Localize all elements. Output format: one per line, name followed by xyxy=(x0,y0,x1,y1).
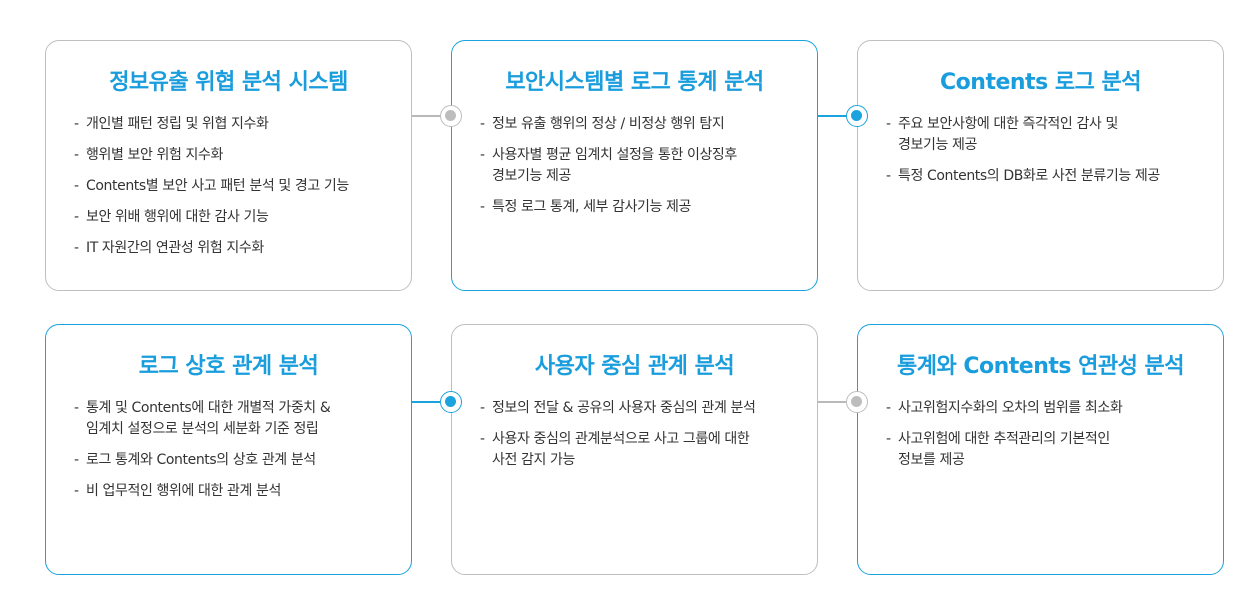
list-item: 행위별 보안 위험 지수화 xyxy=(74,145,399,166)
connector-line xyxy=(818,401,846,403)
list-item: 사용자별 평균 임계치 설정을 통한 이상징후 경보기능 제공 xyxy=(480,145,805,187)
connector-dot-icon xyxy=(846,391,868,413)
list-item: Contents별 보안 사고 패턴 분석 및 경고 기능 xyxy=(74,176,399,197)
card-user-centric-analysis: 사용자 중심 관계 분석 정보의 전달 & 공유의 사용자 중심의 관계 분석 … xyxy=(451,324,818,575)
card-threat-analysis-system: 정보유출 위협 분석 시스템 개인별 패턴 정립 및 위협 지수화 행위별 보안… xyxy=(45,40,412,291)
connector-dot-icon xyxy=(440,391,462,413)
list-item: 특정 Contents의 DB화로 사전 분류기능 제공 xyxy=(886,166,1211,187)
feature-list: 통계 및 Contents에 대한 개별적 가중치 & 임계치 설정으로 분석의… xyxy=(46,398,411,502)
list-item: 로그 통계와 Contents의 상호 관계 분석 xyxy=(74,450,399,471)
card-log-correlation-analysis: 로그 상호 관계 분석 통계 및 Contents에 대한 개별적 가중치 & … xyxy=(45,324,412,575)
feature-list: 정보의 전달 & 공유의 사용자 중심의 관계 분석 사용자 중심의 관계분석으… xyxy=(452,398,817,471)
list-item: 사고위험에 대한 추적관리의 기본적인 정보를 제공 xyxy=(886,429,1211,471)
card-statistics-contents-correlation: 통계와 Contents 연관성 분석 사고위험지수화의 오차의 범위를 최소화… xyxy=(857,324,1224,575)
list-item: 정보의 전달 & 공유의 사용자 중심의 관계 분석 xyxy=(480,398,805,419)
list-item: 비 업무적인 행위에 대한 관계 분석 xyxy=(74,481,399,502)
list-item: 사용자 중심의 관계분석으로 사고 그룹에 대한 사전 감지 가능 xyxy=(480,429,805,471)
card-security-log-statistics: 보안시스템별 로그 통계 분석 정보 유출 행위의 정상 / 비정상 행위 탐지… xyxy=(451,40,818,291)
connector-line xyxy=(412,401,440,403)
list-item: IT 자원간의 연관성 위험 지수화 xyxy=(74,238,399,259)
connector-line xyxy=(412,115,440,117)
feature-list: 주요 보안사항에 대한 즉각적인 감사 및 경보기능 제공 특정 Content… xyxy=(858,114,1223,187)
card-title: 사용자 중심 관계 분석 xyxy=(534,354,735,379)
list-item: 보안 위배 행위에 대한 감사 기능 xyxy=(74,207,399,228)
list-item: 사고위험지수화의 오차의 범위를 최소화 xyxy=(886,398,1211,419)
card-title: 통계와 Contents 연관성 분석 xyxy=(896,354,1185,379)
card-title: 로그 상호 관계 분석 xyxy=(138,354,319,379)
list-item: 주요 보안사항에 대한 즉각적인 감사 및 경보기능 제공 xyxy=(886,114,1211,156)
card-title: 보안시스템별 로그 통계 분석 xyxy=(505,70,764,95)
feature-list: 개인별 패턴 정립 및 위협 지수화 행위별 보안 위험 지수화 Content… xyxy=(46,114,411,259)
feature-list: 정보 유출 행위의 정상 / 비정상 행위 탐지 사용자별 평균 임계치 설정을… xyxy=(452,114,817,218)
list-item: 통계 및 Contents에 대한 개별적 가중치 & 임계치 설정으로 분석의… xyxy=(74,398,399,440)
card-contents-log-analysis: Contents 로그 분석 주요 보안사항에 대한 즉각적인 감사 및 경보기… xyxy=(857,40,1224,291)
list-item: 정보 유출 행위의 정상 / 비정상 행위 탐지 xyxy=(480,114,805,135)
card-title: 정보유출 위협 분석 시스템 xyxy=(109,70,348,95)
feature-list: 사고위험지수화의 오차의 범위를 최소화 사고위험에 대한 추적관리의 기본적인… xyxy=(858,398,1223,471)
connector-dot-icon xyxy=(846,105,868,127)
connector-line xyxy=(818,115,846,117)
connector-dot-icon xyxy=(440,105,462,127)
list-item: 특정 로그 통계, 세부 감사기능 제공 xyxy=(480,197,805,218)
list-item: 개인별 패턴 정립 및 위협 지수화 xyxy=(74,114,399,135)
card-title: Contents 로그 분석 xyxy=(940,70,1141,95)
